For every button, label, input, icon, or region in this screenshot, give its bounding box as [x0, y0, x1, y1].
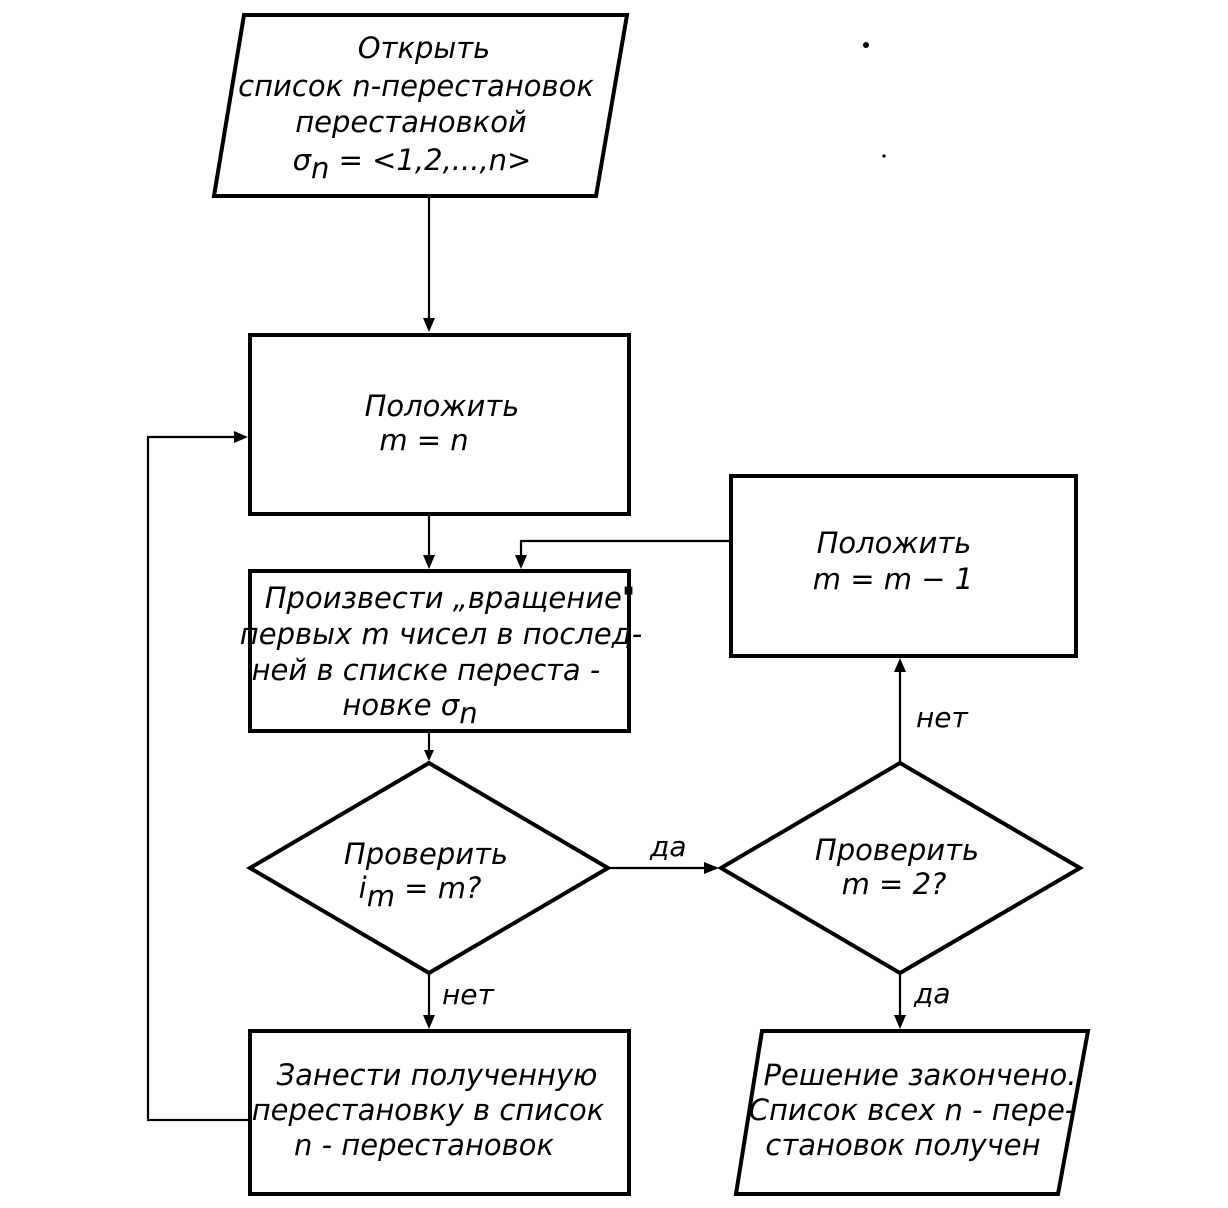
sigma-subscript: n — [311, 151, 329, 185]
open-text-line-1: Открыть — [358, 31, 491, 65]
record-line-2: перестановку в список — [252, 1093, 605, 1127]
edge-record-loop-back — [146, 435, 250, 1122]
set-m-n-line-1: Положить — [365, 389, 520, 423]
set-m-dec-line-1: Положить — [817, 526, 972, 560]
edge-decrement-to-rotate — [519, 539, 731, 557]
rotate-line-2: первых m чисел в послед- — [240, 617, 642, 651]
record-permutation-box — [248, 1029, 631, 1196]
arrowhead — [423, 555, 435, 569]
open-list-parallelogram — [211, 13, 630, 198]
rotate-line-4-text: новке σ — [342, 688, 460, 722]
rotate-box — [248, 569, 631, 733]
arrowhead — [704, 862, 719, 874]
record-line-1: Занести полученную — [277, 1058, 598, 1092]
open-text-line-3: перестановкой — [295, 105, 527, 139]
set-m-decrement-box — [729, 474, 1078, 658]
arrowhead — [515, 555, 527, 569]
set-m-dec-line-2: m = m − 1 — [813, 562, 973, 596]
done-parallelogram — [733, 1029, 1091, 1196]
done-line-3: становок получен — [765, 1128, 1040, 1162]
sigma-symbol: σ — [293, 143, 313, 177]
check-im-line-1: Проверить — [344, 837, 508, 871]
check-m2-line-2: m = 2? — [842, 867, 947, 901]
open-formula: σn = <1,2,...,n> — [293, 143, 532, 185]
open-text-line-2: список n-перестановок — [238, 69, 594, 103]
speck-dot — [863, 42, 869, 48]
record-line-3: n - перестановок — [294, 1128, 554, 1162]
set-m-n-line-2: m = n — [379, 423, 468, 457]
arrowhead — [894, 658, 906, 672]
edge-label-im-no: нет — [442, 978, 495, 1011]
done-line-2: Список всех n - пере- — [749, 1093, 1076, 1127]
rotate-line-4: новке σn — [342, 688, 477, 730]
check-im-formula: im = m? — [359, 871, 482, 913]
arrowhead — [423, 318, 435, 332]
open-formula-rest: = <1,2,...,n> — [329, 143, 531, 177]
rotate-line-1: Произвести „вращение" — [265, 581, 636, 615]
edge-label-im-yes: да — [649, 830, 687, 863]
arrowhead — [894, 1015, 906, 1029]
check-m2-line-1: Проверить — [815, 833, 979, 867]
i-subscript: m — [367, 879, 395, 913]
arrowhead — [424, 750, 434, 761]
set-m-equals-n-box — [248, 333, 631, 516]
done-line-1: Решение закончено. — [764, 1058, 1077, 1092]
i-symbol: i — [359, 871, 367, 905]
speck-dot — [882, 154, 886, 158]
check-im-formula-rest: = m? — [395, 871, 481, 905]
rotate-line-3: ней в списке переста - — [252, 653, 601, 687]
edge-label-m2-no: нет — [916, 701, 969, 734]
arrowhead — [423, 1015, 435, 1029]
rotate-line-4-subscript: n — [459, 696, 477, 730]
edge-label-m2-yes: да — [913, 977, 951, 1010]
arrowhead — [234, 431, 248, 443]
